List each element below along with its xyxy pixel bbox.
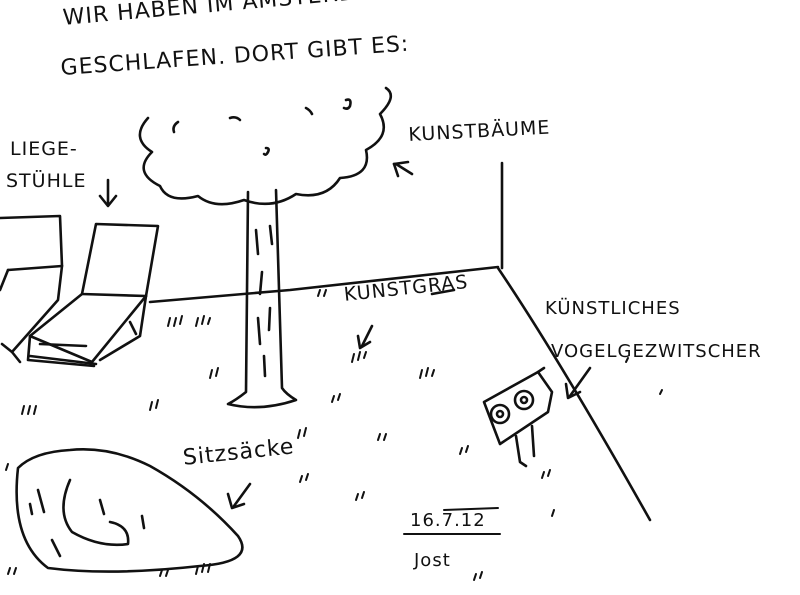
label-loungers-line-2: STÜHLE [6, 170, 87, 192]
author-signature: Jost [414, 550, 451, 571]
label-loungers-line-1: LIEGE- [10, 138, 78, 160]
lounge-chair-icon [0, 214, 160, 368]
tree-icon [138, 86, 393, 409]
sketch-date: 16.7.12 [410, 510, 486, 531]
label-artificial-birdsong-line-1: KÜNSTLICHES [545, 298, 681, 319]
grass-tufts [5, 289, 663, 581]
bean-bag-icon [15, 448, 244, 573]
speaker-icon [482, 366, 554, 468]
label-artificial-birdsong-line-2: VOGELGEZWITSCHER [551, 341, 762, 362]
date-overline [443, 507, 499, 511]
arrow-icon [98, 160, 592, 510]
room-edges [148, 161, 652, 522]
